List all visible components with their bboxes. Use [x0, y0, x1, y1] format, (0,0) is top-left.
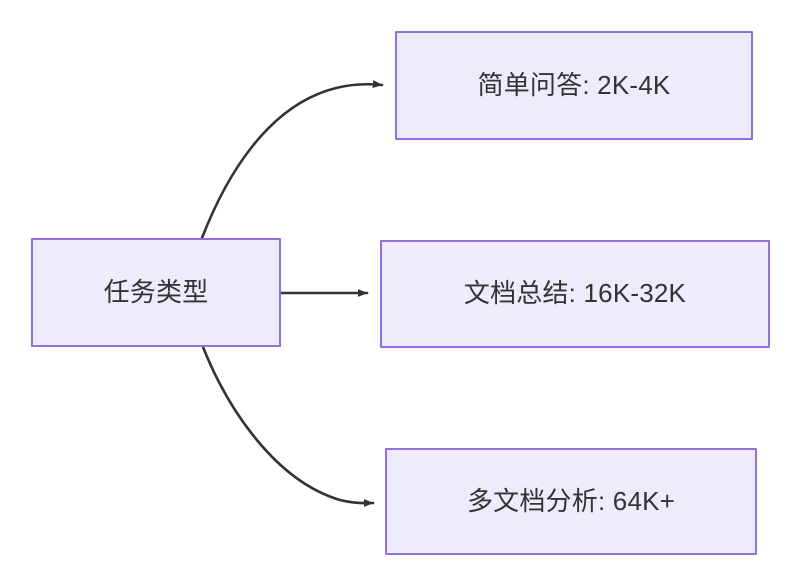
edge-root-to-multi-doc — [201, 345, 375, 508]
node-task-type-label: 任务类型 — [103, 276, 209, 307]
node-simple-qa[interactable]: 简单问答: 2K-4K — [395, 31, 753, 140]
node-multi-document-analysis[interactable]: 多文档分析: 64K+ — [385, 448, 757, 555]
node-document-summary-label: 文档总结: 16K-32K — [463, 278, 687, 309]
node-document-summary[interactable]: 文档总结: 16K-32K — [380, 240, 770, 348]
edge-root-to-simple-qa — [200, 80, 384, 240]
node-task-type[interactable]: 任务类型 — [31, 238, 281, 347]
node-simple-qa-label: 简单问答: 2K-4K — [477, 69, 671, 100]
node-multi-document-analysis-label: 多文档分析: 64K+ — [466, 485, 676, 516]
